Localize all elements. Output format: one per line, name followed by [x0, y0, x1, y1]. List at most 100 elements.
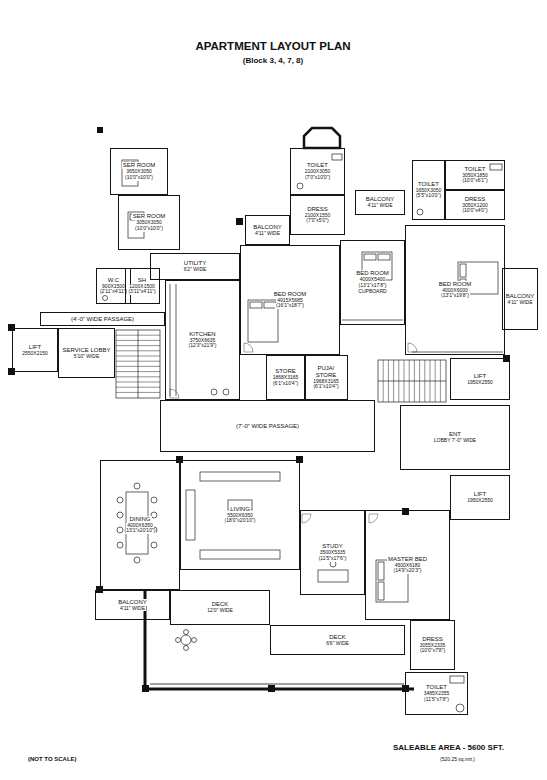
sofa-symbol: [200, 472, 280, 481]
room-name: BALCONY: [252, 224, 283, 231]
room-box: KITCHEN3750X6635(12'3"x21'9"): [165, 280, 240, 400]
room-dimension: 12'0" WIDE: [206, 608, 234, 614]
room-box: DRESS3055X2335(10'0"x7'8"): [410, 620, 455, 670]
room-box: BED ROOM4000X5400(13'1"x17'8")CUPBOARD: [340, 240, 405, 325]
room-dimension: 4'11" WIDE: [119, 606, 146, 612]
room-dimension: (12'3"x21'9"): [188, 343, 218, 349]
chair-symbol: [117, 512, 123, 518]
room-dimension: (3'11"x4'11"): [127, 289, 156, 295]
room-dimension: 1950X2550: [466, 380, 494, 386]
room-name: TOILET: [425, 684, 448, 691]
room-dimension: (10'0"x4'0"): [461, 208, 488, 214]
room-dimension: 2550X2150: [21, 351, 49, 357]
room-name: TOILET: [306, 162, 329, 169]
room-box: LIFT1950X2550: [450, 475, 510, 520]
room-dimension: (10'0"x10'0"): [124, 175, 154, 181]
room-dimension: (10'0"x10'0"): [134, 226, 164, 232]
chair-symbol: [117, 542, 123, 548]
room-box: BED ROOM4915X5685(16'1"x18'7"): [240, 245, 340, 355]
room-dimension: 5'10" WIDE: [73, 354, 101, 360]
room-box: BALCONY4'11" WIDE: [502, 268, 538, 330]
chair-symbol: [151, 497, 157, 503]
room-name: BALCONY: [365, 196, 396, 203]
door-swing: [170, 389, 179, 398]
room-name: (4'-0" WIDE PASSAGE): [70, 316, 135, 323]
chair-symbol: [117, 497, 123, 503]
room-dimension: (11'5"x17'6"): [318, 556, 348, 562]
desk-symbol: [318, 570, 348, 582]
chair-symbol: [211, 389, 217, 395]
room-dimension: (6'1"x10'4"): [272, 381, 299, 387]
room-dimension: (11'5"x7'8"): [423, 697, 450, 703]
room-name: DRESS: [421, 636, 444, 643]
room-box: SERVICE LOBBY5'10" WIDE: [58, 328, 115, 378]
room-dimension: (7'0"x5'0"): [305, 218, 329, 224]
chair-symbol: [223, 389, 229, 395]
room-box: SER ROOM3050X3050(10'0"x10'0"): [118, 195, 180, 250]
chair-symbol: [184, 630, 189, 635]
room-dimension: 4'11" WIDE: [506, 300, 533, 306]
stair-divider: [138, 330, 139, 398]
room-box: DRESS2100X1550(7'0"x5'0"): [290, 195, 345, 235]
room-box: TOILET1650X3050(5'5"x10'0"): [412, 160, 445, 220]
room-name: BALCONY: [117, 599, 148, 606]
room-name: LIVING: [229, 506, 251, 513]
basin-symbol: [490, 164, 502, 170]
furniture: [103, 154, 504, 712]
room-dimension: (14'9"x20'3"): [393, 568, 423, 574]
room-box: MASTER BED4500X6180(14'9"x20'3"): [365, 510, 450, 620]
room-dimension: (18'0"x20'10"): [224, 518, 257, 524]
room-name: STUDY: [321, 543, 343, 550]
wc-symbol: [417, 209, 423, 215]
pillow-symbol: [378, 254, 390, 260]
room-name: MASTER BED: [387, 556, 428, 563]
door-swing: [302, 514, 311, 523]
column: [97, 127, 103, 133]
saleable-area: SALEABLE AREA - 5600 SFT.: [393, 743, 504, 752]
wc-symbol: [103, 296, 108, 301]
stair-symbol: [378, 360, 446, 402]
door-swing: [369, 514, 378, 523]
deck-rail: [150, 684, 404, 685]
room-name: BED ROOM: [438, 281, 473, 288]
wc-symbol: [456, 704, 464, 712]
room-dimension: (13'1"x19'8"): [440, 293, 470, 299]
table-symbol: [181, 635, 191, 645]
room-dimension: 1950X2550: [466, 498, 494, 504]
room-name: BALCONY: [505, 293, 536, 300]
room-name: LIFT: [473, 373, 487, 380]
kitchen-counter: [176, 284, 177, 396]
basin-symbol: [332, 154, 342, 160]
room-name: KITCHEN: [188, 331, 216, 338]
room-dimension: CUPBOARD: [357, 289, 387, 295]
room-box: STORE1868X3165(6'1"x10'4"): [266, 355, 305, 400]
room-dimension: (10'0"x7'8"): [419, 648, 446, 654]
room-name: TOILET: [464, 166, 487, 173]
room-name: SH: [137, 277, 147, 284]
room-name: SER ROOM: [122, 162, 157, 169]
chair-symbol: [192, 638, 197, 643]
room-box: ENTLOBBY 7'-0" WIDE: [400, 405, 510, 470]
stair-symbol: [116, 330, 160, 398]
room-name: STORE: [274, 368, 297, 375]
room-dimension: LOBBY 7'-0" WIDE: [433, 438, 477, 444]
room-dimension: (6'1"x10'4"): [312, 384, 339, 390]
area-metric: (520.25 sq.mtr.): [440, 756, 475, 762]
room-dimension: (16'1"x18'7"): [275, 303, 305, 309]
bed-symbol: [248, 300, 278, 342]
wc-symbol: [297, 183, 303, 189]
room-box: BED ROOM4000X6000(13'1"x19'8"): [405, 225, 505, 355]
cupboard-line: [342, 320, 403, 321]
room-name: DRESS: [464, 196, 487, 203]
stair-divider: [378, 381, 446, 382]
pillow-symbol: [364, 254, 376, 260]
plan-title: APARTMENT LAYOUT PLAN: [195, 40, 350, 52]
chair-symbol: [184, 646, 189, 651]
room-name: BED ROOM: [355, 270, 390, 277]
deck-rail: [145, 688, 414, 691]
room-name: UTILITY: [183, 260, 207, 267]
room-box: TOILET3050X1850(10'0"x6'1"): [445, 160, 505, 190]
room-box: TOILET3485X2355(11'5"x7'8"): [405, 672, 468, 715]
chair-symbol: [176, 638, 181, 643]
